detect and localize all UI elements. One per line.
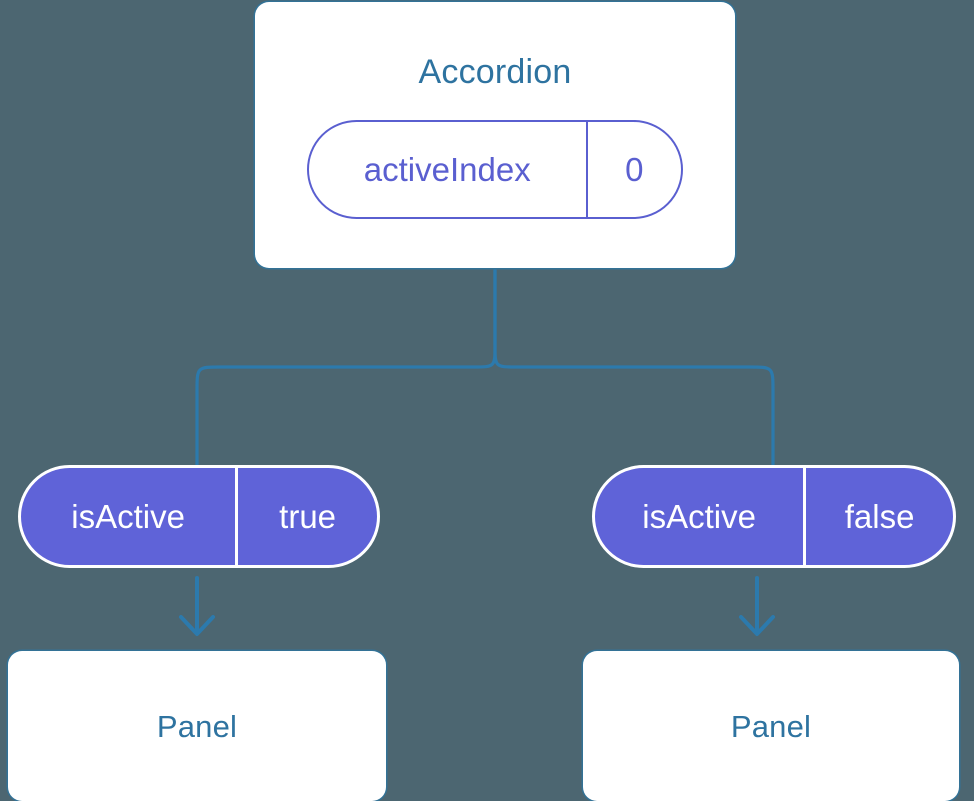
is-active-key-left: isActive <box>71 498 185 535</box>
active-index-key: activeIndex <box>363 151 531 188</box>
is-active-key-right: isActive <box>642 498 756 535</box>
active-index-state-pill[interactable]: activeIndex 0 <box>307 120 683 219</box>
arrow-down-icon-left <box>179 576 215 636</box>
is-active-value-right: false <box>803 468 953 565</box>
accordion-card-title: Accordion <box>418 53 572 91</box>
fork-connector-left-icon <box>195 268 497 467</box>
active-index-value: 0 <box>585 122 682 217</box>
fork-connector-right-icon <box>493 268 775 467</box>
is-active-value-left: true <box>235 468 377 565</box>
component-tree-diagram: Accordion activeIndex 0 isActive true Pa… <box>8 2 959 801</box>
arrow-down-icon-right <box>739 576 775 636</box>
panel-component-card-right[interactable]: Panel <box>583 651 959 801</box>
panel-card-title-left: Panel <box>156 708 238 744</box>
panel-component-card-left[interactable]: Panel <box>8 651 386 801</box>
is-active-prop-pill-right[interactable]: isActive false <box>592 465 956 568</box>
is-active-prop-pill-left[interactable]: isActive true <box>18 465 380 568</box>
panel-card-title-right: Panel <box>730 708 812 744</box>
